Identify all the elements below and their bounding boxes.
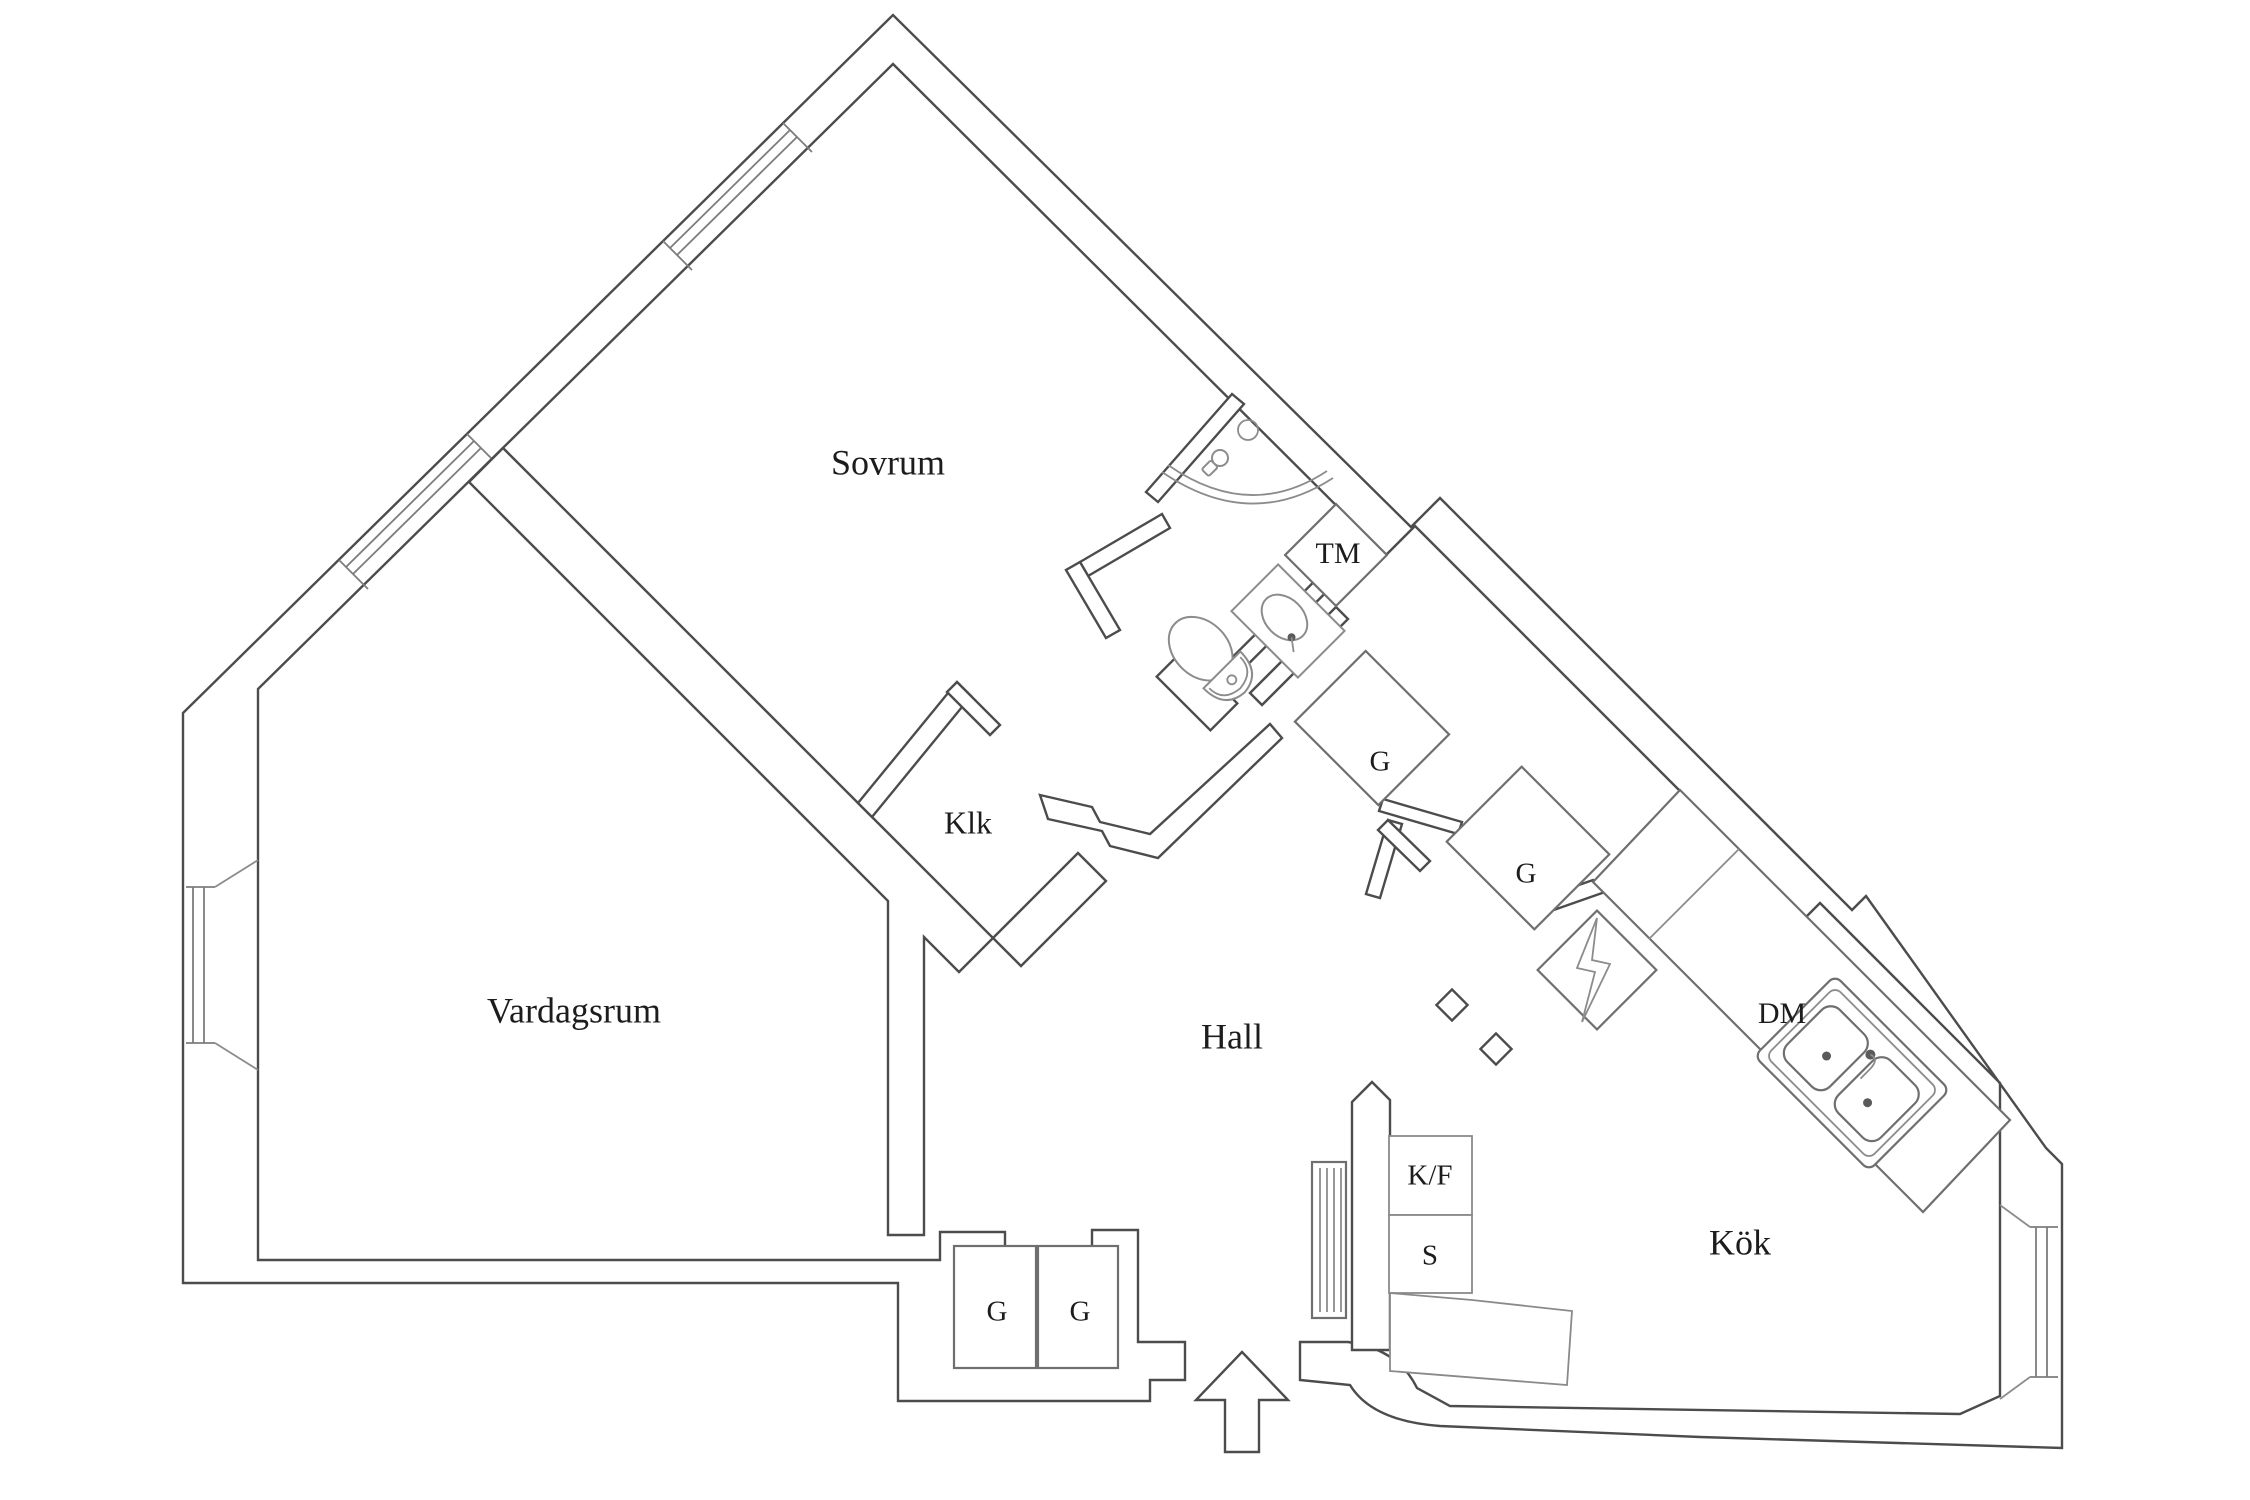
room-label-g1: G (1370, 746, 1391, 778)
lightning-bolt-icon (1575, 917, 1612, 1023)
wall-hall-north (1038, 722, 1284, 860)
room-label-g3: G (987, 1296, 1008, 1328)
toilet (1167, 615, 1253, 701)
window-lower-left-icon (338, 433, 497, 590)
room-label-klk: Klk (944, 804, 992, 840)
room-label-vardagsrum: Vardagsrum (487, 990, 661, 1030)
shower-enclosure (1161, 471, 1334, 505)
wall-sovrum-southeast-b (1064, 560, 1122, 640)
room-label-s: S (1422, 1240, 1438, 1272)
exterior-wall-band (181, 13, 2064, 1450)
room-label-tm: TM (1316, 537, 1361, 570)
wall-kitchen-west (1350, 1080, 1392, 1352)
radiator (1310, 1160, 1348, 1320)
bathroom-sink (1230, 563, 1346, 679)
closets (952, 502, 1658, 1370)
kitchen-fixtures (1388, 788, 2012, 1386)
wall-divider-vardagsrum (467, 446, 995, 1237)
stove-cabinet (1388, 1214, 1473, 1294)
shower-mixer (1201, 449, 1229, 477)
window-upper-left-icon (662, 122, 813, 271)
washing-machine-niche (1283, 502, 1389, 608)
wardrobe-g4 (1036, 1244, 1120, 1370)
floor-drain (1237, 419, 1259, 441)
kitchen-low-cabinet (1389, 1292, 1573, 1386)
window-left-wall-icon (186, 859, 259, 1071)
wardrobe-g3 (952, 1244, 1038, 1370)
hall-elements (1193, 1160, 1348, 1454)
room-label-dm: DM (1758, 997, 1806, 1030)
room-label-kok: Kök (1709, 1222, 1771, 1262)
kitchen-door-jamb-b (1478, 1031, 1514, 1067)
room-label-g4: G (1070, 1296, 1091, 1328)
shower-enclosure-inner (1167, 464, 1328, 496)
wall-klk-southeast (991, 851, 1108, 968)
wall-klk-door-stub (945, 680, 1002, 737)
electrical-panel (1536, 909, 1658, 1031)
kitchen-door-jamb-a (1434, 987, 1470, 1023)
room-label-kf: K/F (1407, 1160, 1452, 1192)
entrance-arrow (1193, 1350, 1291, 1454)
room-label-sovrum: Sovrum (831, 442, 945, 482)
window-kitchen-wall-icon (1999, 1204, 2058, 1400)
wall-l-piece-b (1376, 818, 1432, 873)
wall-klk-northwest (856, 680, 973, 819)
wardrobe-g1 (1293, 649, 1451, 807)
wardrobe-g2 (1445, 765, 1611, 931)
exterior-walls (181, 13, 2064, 1450)
counter-divider-dm (1648, 848, 1740, 940)
bathroom-fixtures (1161, 419, 1346, 701)
room-label-hall: Hall (1201, 1016, 1263, 1056)
room-label-g2: G (1516, 858, 1537, 890)
double-kitchen-sink (1756, 977, 1948, 1169)
windows (186, 122, 2058, 1400)
wall-sovrum-southeast-a (1078, 512, 1172, 578)
wall-bathroom-northwest (1144, 392, 1246, 504)
